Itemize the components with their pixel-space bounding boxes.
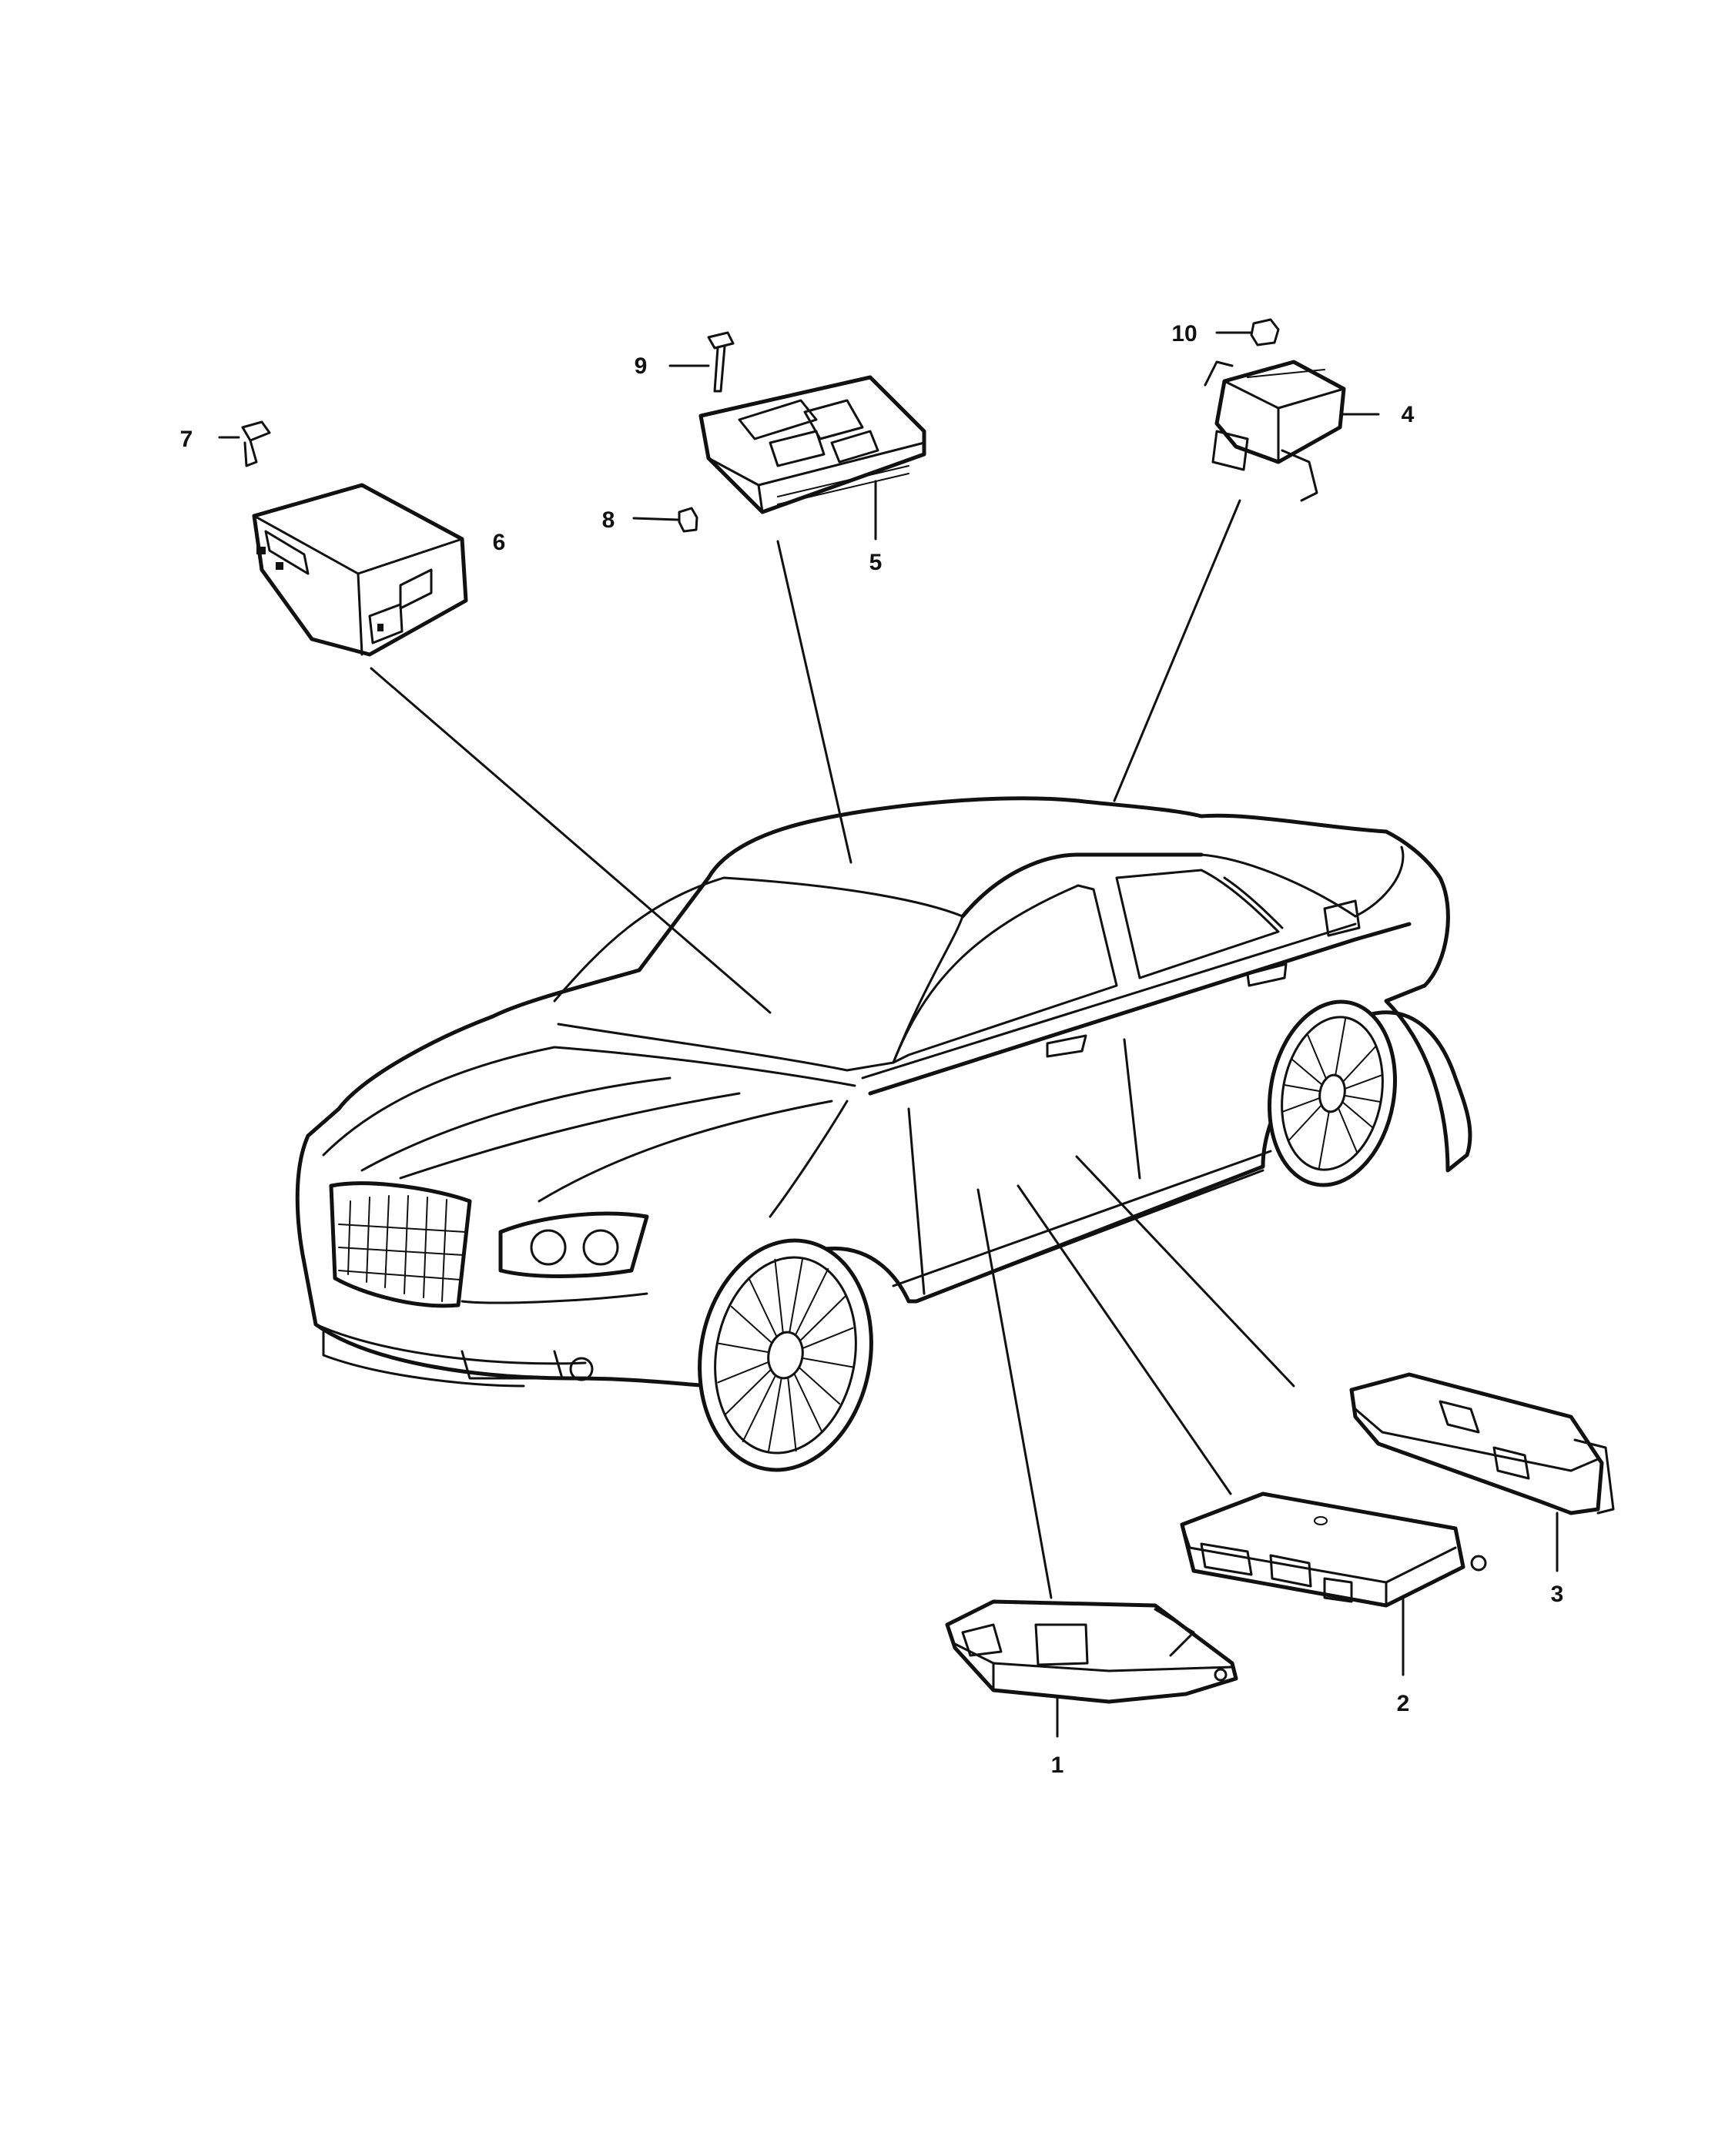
callout-9: 9 [635,353,648,379]
callout-3: 3 [1551,1582,1564,1607]
module-6 [252,483,468,657]
sedan-illustration [295,796,1472,1472]
callout-7: 7 [180,427,193,452]
module-2 [1180,1491,1487,1608]
screw-7-icon [241,420,271,467]
callout-5: 5 [869,550,883,575]
callout-1: 1 [1051,1753,1064,1778]
callout-2: 2 [1397,1691,1410,1716]
callout-6: 6 [493,530,506,555]
module-5 [698,375,926,514]
leader-lines [218,331,1559,1738]
module-4 [1204,360,1346,502]
nut-8-icon [678,507,698,533]
callout-labels: 1 2 3 4 5 6 7 8 9 10 [180,321,1564,1778]
module-1 [945,1599,1238,1704]
bolt-9-icon [707,331,735,393]
callout-10: 10 [1171,321,1197,346]
callout-4: 4 [1402,402,1415,427]
nut-10-icon [1250,318,1280,346]
module-3 [1349,1372,1615,1515]
callout-8: 8 [602,507,615,533]
